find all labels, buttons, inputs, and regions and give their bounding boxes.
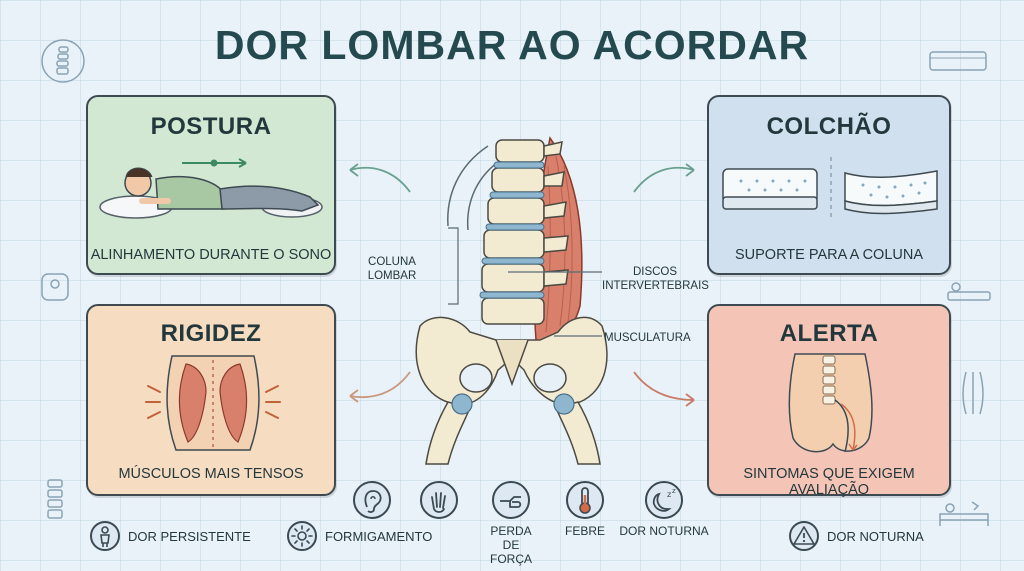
hand-tingling-icon [420, 481, 458, 519]
spine-badge-icon [41, 39, 85, 83]
label-musculatura: MUSCULATURA [604, 332, 691, 344]
svg-text:z: z [667, 490, 671, 499]
arrow-to-colchao [633, 163, 695, 193]
card-caption: SUPORTE PARA A COLUNA [734, 247, 924, 263]
bottom-label: DOR PERSISTENTE [128, 528, 251, 544]
symptom-dor-noturna: z z DOR NOTURNA [619, 481, 709, 538]
bed-outline-icon [939, 501, 989, 526]
arrow-to-rigidez [349, 371, 411, 403]
lumbar-spine-anatomy [415, 136, 608, 465]
symptom-tingling [417, 481, 461, 519]
symptom-febre: FEBRE [557, 481, 613, 538]
bottom-formigamento: FORMIGAMENTO [287, 521, 432, 551]
card-title: POSTURA [150, 113, 272, 140]
card-rigidez: RIGIDEZ MÚSCULOS MAIS TENSOS [86, 304, 336, 496]
arrow-to-postura [349, 163, 411, 193]
person-pain-icon [90, 521, 120, 551]
mattress-outline-icon [929, 51, 987, 71]
card-caption: SINTOMAS QUE EXIGEM AVALIAÇÃO [743, 466, 915, 498]
bottom-dor-noturna: DOR NOTURNA [789, 521, 924, 551]
bottom-label: FORMIGAMENTO [325, 528, 433, 544]
bottom-dor-persistente: DOR PERSISTENTE [90, 521, 251, 551]
symptom-perda-de-forca: PERDA DE FORÇA [481, 481, 541, 566]
label-discos-intervertebrais: DISCOS INTERVERTEBRAIS [602, 266, 709, 292]
symptom-ear [350, 481, 394, 519]
card-alerta: ALERTA SINTOMAS QUE EXIGEM AVALIAÇÃO [707, 304, 951, 498]
mattress-comparison-icon [722, 157, 938, 221]
card-postura: POSTURA ALINHAMENTO DURANTE O SONO [86, 95, 336, 275]
svg-text:z: z [672, 487, 676, 495]
symptom-label: FEBRE [564, 524, 605, 538]
tense-muscles-icon [145, 355, 281, 451]
card-colchao: COLCHÃO SUPORTE PARA A COLUNA [707, 95, 951, 275]
card-title: RIGIDEZ [160, 320, 262, 347]
card-caption: ALINHAMENTO DURANTE O SONO [90, 247, 332, 263]
page-title: DOR LOMBAR AO ACORDAR [214, 22, 810, 68]
vertebrae-outline-icon [47, 479, 63, 519]
warning-icon [789, 521, 819, 551]
card-caption: MÚSCULOS MAIS TENSOS [118, 466, 304, 482]
back-pain-radiating-icon [788, 353, 873, 453]
hand-arm-icon [492, 481, 530, 519]
card-title: ALERTA [779, 320, 879, 347]
ear-icon [353, 481, 391, 519]
lying-figure-outline-icon [947, 282, 991, 301]
moon-icon: z z [645, 481, 683, 519]
arrow-to-alerta [633, 371, 695, 407]
label-coluna-lombar: COLUNA LOMBAR [367, 256, 417, 282]
pillow-outline-icon [41, 273, 69, 301]
back-muscle-outline-icon [962, 371, 984, 415]
thermometer-icon [566, 481, 604, 519]
bottom-label: DOR NOTURNA [827, 528, 924, 544]
card-title: COLCHÃO [766, 113, 892, 140]
symptom-label: PERDA DE FORÇA [490, 524, 532, 566]
symptom-label: DOR NOTURNA [619, 524, 709, 538]
tingling-nerve-icon [287, 521, 317, 551]
sleeping-person-icon [99, 158, 323, 219]
anatomy-leader-lines [448, 227, 602, 337]
